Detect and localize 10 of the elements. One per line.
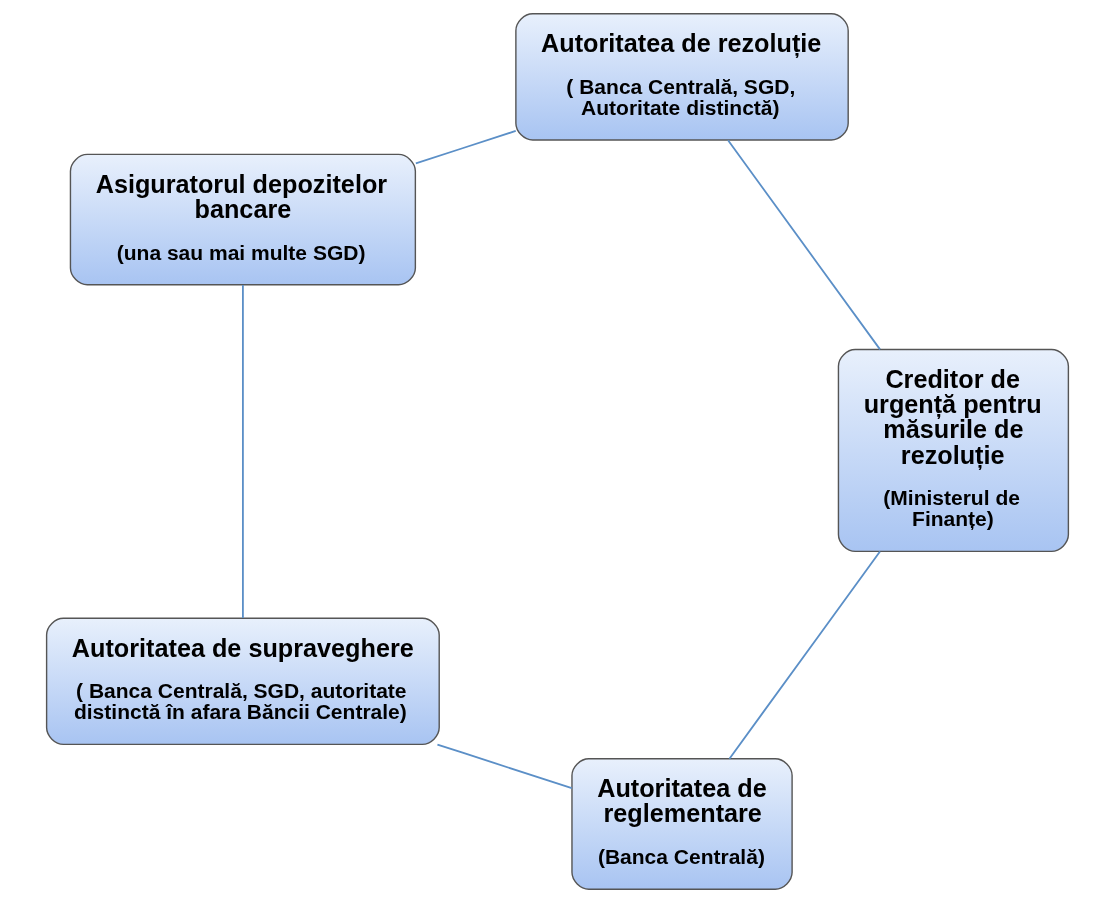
node-box: Autoritatea de supraveghere ( Banca Centrală, SGD, autoritate distinctă în afara Băncii Centrale) — [45, 617, 440, 746]
node-box: Autoritatea de rezoluție ( Banca Centrală, SGD, Autoritate distinctă) — [515, 13, 849, 141]
connector — [436, 743, 573, 790]
connector — [728, 550, 881, 760]
connector — [242, 284, 244, 619]
connector — [727, 139, 881, 351]
node-box: Asiguratorul depozitelor bancare (una sau mai multe SGD) — [69, 153, 417, 286]
connector — [414, 130, 517, 165]
node-box: Autoritatea de reglementare (Banca Centrală) — [571, 758, 793, 890]
node-box: Creditor de urgență pentru măsurile de rezoluție (Ministerul de Finanțe) — [837, 348, 1070, 553]
